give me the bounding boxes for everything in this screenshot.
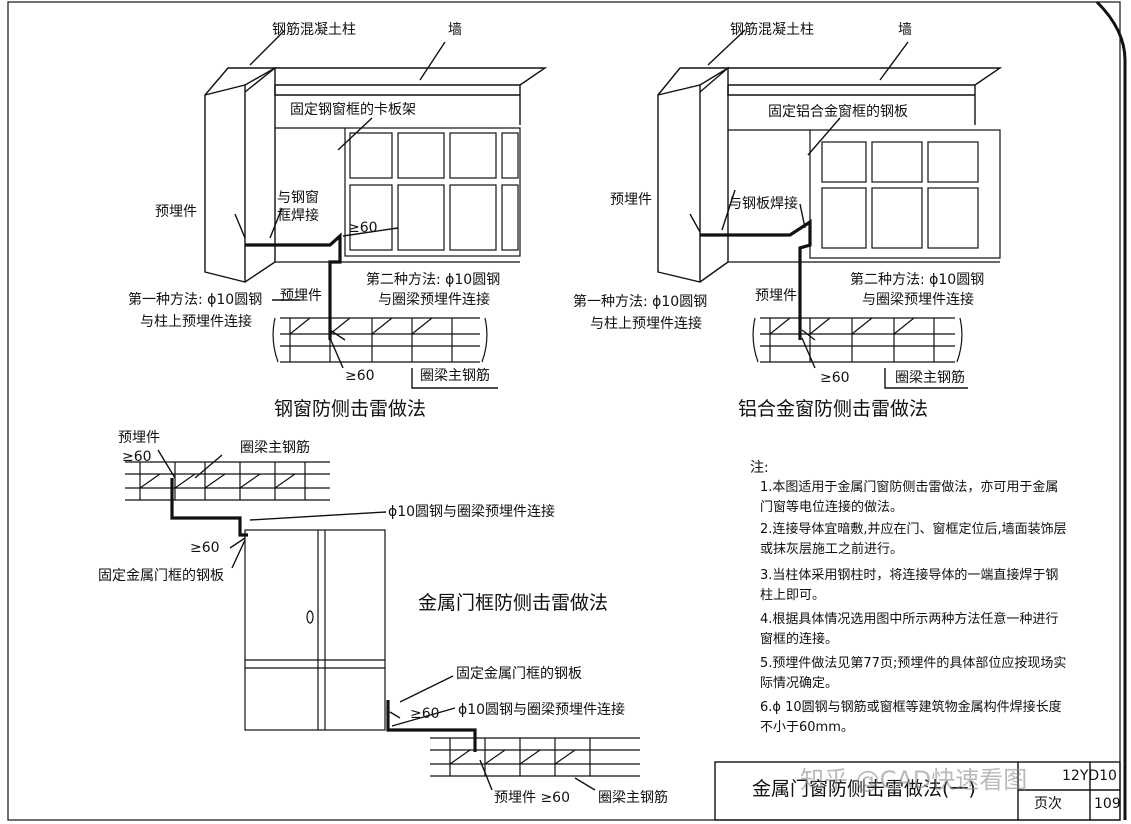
sheet-title: 金属门窗防侧击雷做法(一) [752, 778, 976, 800]
label-method-one-2: 与柱上预埋件连接 [590, 316, 702, 332]
label-method-two-2: 与圈梁预埋件连接 [862, 292, 974, 308]
label-ring-beam-rebar: 圈梁主钢筋 [240, 440, 310, 456]
conductor-rod-top [170, 478, 248, 537]
label-method-two-1: 第二种方法: ϕ10圆钢 [366, 272, 501, 288]
label-steel-plate: 固定铝合金窗框的钢板 [768, 104, 908, 120]
ring-beam-top [125, 461, 330, 501]
label-rod-connection-top: ϕ10圆钢与圈梁预埋件连接 [388, 504, 556, 520]
ring-beam [752, 317, 963, 363]
concrete-column [657, 84, 701, 283]
label-concrete-column: 钢筋混凝土柱 [272, 22, 356, 38]
label-method-one-1: 第一种方法: ϕ10圆钢 [573, 294, 708, 310]
watermark: 知乎 @CAD快速看图 [800, 766, 1028, 794]
concrete-column [204, 84, 246, 283]
label-method-two-1: 第二种方法: ϕ10圆钢 [850, 272, 985, 288]
label-min-length-2: ≥60 [345, 368, 375, 384]
label-embedded-part: 预埋件 [118, 430, 160, 446]
diagram-aluminium-window [657, 29, 1003, 389]
diagram-title: 金属门框防侧击雷做法 [418, 592, 609, 614]
label-rod-connection-bottom: ϕ10圆钢与圈梁预埋件连接 [458, 702, 626, 718]
label-embedded-part-bottom: 预埋件 ≥60 [494, 790, 570, 806]
label-door-plate-left: 固定金属门框的钢板 [98, 568, 224, 584]
wall-beam [274, 67, 548, 125]
atlas-code: 12YD10 [1062, 768, 1117, 784]
sheet-border [7, 0, 1127, 821]
note-item: 6.ϕ 10圆钢与钢筋或窗框等建筑物金属构件焊接长度不小于60mm。 [760, 700, 1062, 735]
conductor-rod [245, 232, 342, 340]
diagram-metal-door [125, 449, 640, 791]
conductor-rod-bottom [386, 700, 477, 752]
label-min-length: ≥60 [122, 449, 152, 465]
label-embedded-part-2: 预埋件 [280, 288, 322, 304]
label-wall: 墙 [448, 22, 462, 38]
label-weld-frame-1: 与钢窗 [277, 190, 319, 206]
label-concrete-column: 钢筋混凝土柱 [730, 22, 814, 38]
ring-beam [272, 317, 488, 363]
label-min-length: ≥60 [348, 220, 378, 236]
label-embedded-part: 预埋件 [155, 204, 197, 220]
note-item: 1.本图适用于金属门窗防侧击雷做法，亦可用于金属门窗等电位连接的做法。 [760, 480, 1059, 515]
ring-beam-bottom [430, 737, 640, 777]
label-ring-beam-rebar: 圈梁主钢筋 [420, 368, 490, 384]
diagram-steel-window [204, 29, 548, 389]
page-number: 109 [1094, 796, 1121, 812]
label-wall: 墙 [898, 22, 912, 38]
diagram-title: 铝合金窗防侧击雷做法 [738, 398, 929, 420]
window-frame [728, 129, 1001, 263]
label-ring-beam-rebar-bottom: 圈梁主钢筋 [598, 790, 668, 806]
label-method-one-2: 与柱上预埋件连接 [140, 314, 252, 330]
window-frame [275, 127, 521, 263]
note-item: 2.连接导体宜暗敷,并应在门、窗框定位后,墙面装饰层或抹灰层施工之前进行。 [760, 522, 1067, 557]
label-method-one-1: 第一种方法: ϕ10圆钢 [128, 292, 263, 308]
label-embedded-part-2: 预埋件 [755, 288, 797, 304]
door-frame [244, 529, 386, 731]
label-weld-frame-2: 框焊接 [277, 208, 319, 224]
conductor-rod [700, 219, 812, 340]
title-block [714, 761, 1121, 821]
label-ring-beam-rebar: 圈梁主钢筋 [895, 370, 965, 386]
note-item: 5.预埋件做法见第77页;预埋件的具体部位应按现场实际情况确定。 [760, 656, 1067, 691]
diagram-title: 钢窗防侧击雷做法 [274, 398, 427, 420]
wall-beam [727, 67, 1003, 125]
label-min-length: ≥60 [820, 370, 850, 386]
label-door-plate-right: 固定金属门框的钢板 [456, 666, 582, 682]
label-embedded-part: 预埋件 [610, 192, 652, 208]
notes-heading: 注: [750, 460, 769, 476]
note-item: 4.根据具体情况选用图中所示两种方法任意一种进行窗框的连接。 [760, 612, 1059, 647]
label-weld-plate: 与钢板焊接 [728, 196, 798, 212]
label-clamp-frame: 固定钢窗框的卡板架 [290, 102, 416, 118]
note-item: 3.当柱体采用钢柱时，将连接导体的一端直接焊于钢柱上即可。 [760, 568, 1059, 603]
page-label: 页次 [1034, 796, 1062, 812]
label-min-length-2: ≥60 [190, 540, 220, 556]
label-min-length-3: ≥60 [410, 706, 440, 722]
label-method-two-2: 与圈梁预埋件连接 [378, 292, 490, 308]
